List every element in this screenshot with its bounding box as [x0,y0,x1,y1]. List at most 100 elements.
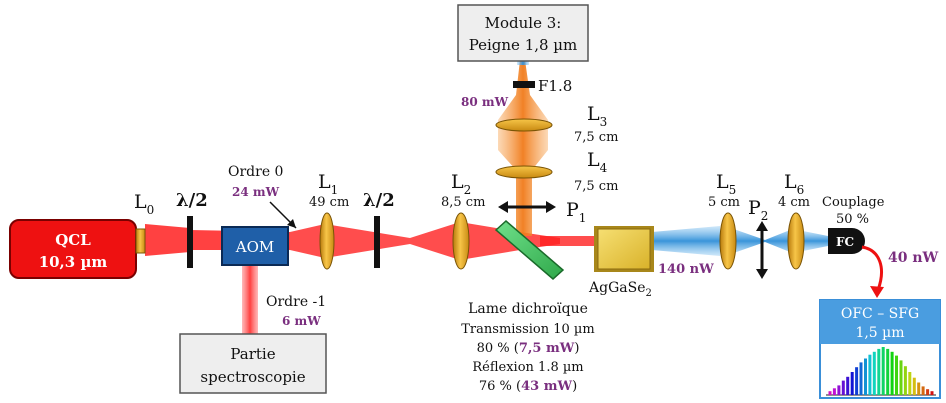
spectrum-bar [930,391,934,395]
svg-text:P2: P2 [748,197,768,223]
spectro-line2: spectroscopie [200,368,305,386]
lens-l6-label: L6 4 cm [778,171,810,210]
coupling-line2: 50 % [836,212,869,227]
spectrum-bar [877,348,881,395]
qcl-box: QCL 10,3 µm [9,219,137,279]
spectrum-bar [832,388,836,395]
fc-label: FC [836,235,854,249]
svg-text:7,5 cm: 7,5 cm [574,130,618,145]
spectrum-bar [841,380,845,395]
red-beam-to-crystal [540,236,598,246]
order0-arrow [269,201,297,229]
p1-arrow [498,201,556,213]
module3-line2: Peigne 1,8 µm [469,36,578,54]
lens-l2-label: L2 8,5 cm [441,171,485,210]
svg-text:80 % (7,5 mW): 80 % (7,5 mW) [477,341,580,356]
p2-label: P2 [748,197,768,223]
lens-l2 [452,212,470,270]
power-40nw: 40 nW [888,250,939,266]
filter-f18 [513,81,535,88]
fiber-arrow [861,245,884,298]
svg-text:AgGaSe2: AgGaSe2 [588,280,652,299]
spectrum-bar [864,358,867,395]
spectro-line1: Partie [230,345,275,363]
svg-text:Réflexion 1.8 µm: Réflexion 1.8 µm [472,360,583,375]
svg-text:L1: L1 [318,171,338,197]
svg-text:4 cm: 4 cm [778,195,810,210]
red-beam-to-l1 [290,224,325,258]
svg-text:L6: L6 [784,171,804,197]
spectrum-bar [895,355,898,395]
spectrum-bar [908,372,912,395]
blue-beam-l5-l6 [725,226,795,256]
spectrum-bar [926,389,930,395]
spectrum-bar [912,377,916,395]
red-beam-l1-to-l2 [325,222,460,260]
svg-text:8,5 cm: 8,5 cm [441,195,485,210]
svg-text:L2: L2 [451,171,471,197]
lens-l5 [719,212,737,270]
spectroscopy-box: Partie spectroscopie [179,333,327,394]
lens-l4-label: L4 7,5 cm [574,149,618,194]
crystal-label: AgGaSe2 [588,280,652,299]
ofc-sfg-box: OFC – SFG 1,5 µm [819,299,941,399]
lens-l0-label: L0 [134,191,154,217]
lens-l5-label: L5 5 cm [708,171,740,210]
svg-text:Lame dichroïque: Lame dichroïque [468,301,588,317]
dichroic-text: Lame dichroïque Transmission 10 µm 80 % … [461,301,594,394]
spectrum-bar [859,362,863,395]
svg-text:P1: P1 [566,199,586,225]
svg-text:L0: L0 [134,191,154,217]
blue-beam-horizontal [652,226,720,256]
fiber-coupler: FC [828,228,865,254]
crystal-aggase2 [594,226,654,272]
red-beam-main [145,224,190,256]
order-minus1-power: 6 mW [282,314,321,328]
lens-l1-label: L1 49 cm [309,171,349,210]
spectrum-bar [917,382,921,395]
lens-l3-label: L3 7,5 cm [574,103,618,145]
ofc-line1: OFC – SFG [841,306,919,322]
lens-l4 [495,165,553,179]
svg-text:76 % (43 mW): 76 % (43 mW) [479,379,577,394]
svg-text:L4: L4 [587,149,608,175]
power-140nw: 140 nW [658,262,714,277]
spectrum-bar [855,367,859,395]
module3-line1: Module 3: [485,14,562,32]
halfwave-plate-1 [187,216,193,268]
aom-label: AOM [235,238,275,256]
lens-l1 [319,212,335,270]
blue-beam-to-fc [798,230,828,252]
qcl-window [135,228,146,254]
lens-l6 [787,212,805,270]
spectrum-bar [850,372,854,395]
filter-label: F1.8 [538,77,572,95]
order-minus1-label: Ordre -1 [266,294,326,310]
svg-text:5 cm: 5 cm [708,195,740,210]
p2-arrow [756,221,768,279]
halfwave-plate-2 [374,216,380,268]
dichroic-mirror [494,220,565,280]
lens-l3 [495,118,553,132]
svg-text:L3: L3 [587,103,607,129]
order0-label: Ordre 0 [228,164,283,180]
p1-label: P1 [566,199,586,225]
spectrum-bar [886,348,890,395]
spectrum-bar [868,354,872,395]
spectrum-bar [837,385,841,395]
spectrum-plot [828,347,934,395]
spectrum-bar [872,351,876,395]
red-beam-order-minus1 [242,265,258,337]
coupling-line1: Couplage [822,195,885,210]
svg-text:49 cm: 49 cm [309,195,349,210]
spectrum-bar [890,351,894,395]
halfwave-label-2: λ/2 [363,190,395,211]
qcl-line1: QCL [55,231,91,249]
spectrum-bar [899,360,903,395]
svg-text:Transmission 10 µm: Transmission 10 µm [461,322,594,337]
svg-text:7,5 cm: 7,5 cm [574,179,618,194]
power-80mw: 80 mW [461,95,509,109]
qcl-line2: 10,3 µm [39,253,108,271]
order0-power: 24 mW [232,185,280,199]
ofc-line2: 1,5 µm [855,325,904,341]
